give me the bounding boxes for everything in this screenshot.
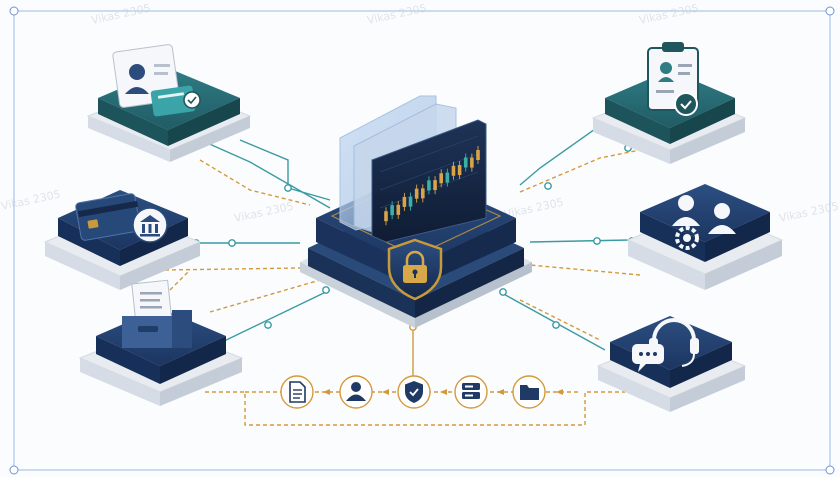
document-icon [289, 381, 306, 403]
connector-line [519, 121, 606, 186]
connector-dashed [529, 264, 641, 276]
candle-body [463, 157, 468, 168]
storage-icon [462, 383, 480, 399]
connector-dashed [164, 267, 301, 271]
connector-line [239, 139, 331, 201]
connector-dashed [209, 279, 321, 313]
candle-body [384, 211, 388, 222]
resize-handle[interactable] [9, 465, 19, 475]
bank-card-icon [75, 193, 168, 243]
candle-body [390, 205, 394, 216]
candle-body [470, 157, 474, 168]
node-user-management[interactable] [626, 184, 784, 290]
pipeline-arrows [323, 389, 563, 395]
pipeline-step[interactable] [339, 375, 373, 409]
pipeline-step[interactable] [512, 375, 546, 409]
connector-dashed [199, 159, 311, 206]
candle-body [414, 188, 419, 199]
candle-body [427, 180, 431, 191]
candle-body [402, 196, 407, 207]
pipeline-step[interactable] [397, 375, 431, 409]
connector-dashed [519, 149, 641, 193]
connector-line [499, 291, 606, 351]
users-gear-icon [672, 195, 736, 250]
shield-check-icon [405, 381, 423, 403]
candle-body [451, 165, 456, 176]
candle-body [439, 173, 443, 184]
pipeline [280, 375, 563, 409]
node-document-archive[interactable] [78, 279, 244, 406]
connector-line [529, 239, 631, 243]
connector-dashed [169, 269, 191, 291]
pipeline-step[interactable] [280, 375, 314, 409]
profile-card-icon [112, 44, 201, 117]
headset-chat-icon [632, 318, 699, 372]
folder-icon [520, 385, 539, 400]
candle-body [445, 172, 450, 183]
connector-dashed [519, 299, 601, 341]
padlock-shield-icon [387, 238, 443, 301]
pipeline-step[interactable] [454, 375, 488, 409]
candle-body [408, 196, 413, 207]
connector-line [219, 289, 331, 344]
user-icon [346, 382, 366, 401]
candle-body [457, 165, 462, 176]
node-verified-document[interactable] [591, 42, 747, 164]
connectors [164, 121, 641, 426]
connector-line [204, 141, 331, 209]
candlestick-series [384, 146, 480, 226]
node-identity-card[interactable] [86, 44, 252, 162]
candle-body [433, 180, 437, 191]
central-hub[interactable] [300, 95, 532, 328]
file-cabinet-icon [122, 279, 192, 348]
candle-body [476, 150, 480, 160]
node-payment-bank[interactable] [43, 190, 202, 290]
resize-handle[interactable] [9, 6, 19, 16]
node-customer-support[interactable] [596, 316, 747, 412]
candle-body [421, 188, 425, 199]
candle-body [396, 204, 401, 215]
resize-handle[interactable] [825, 465, 835, 475]
clipboard-check-icon [647, 42, 699, 116]
resize-handle[interactable] [825, 6, 835, 16]
selection-frame[interactable] [9, 6, 835, 475]
